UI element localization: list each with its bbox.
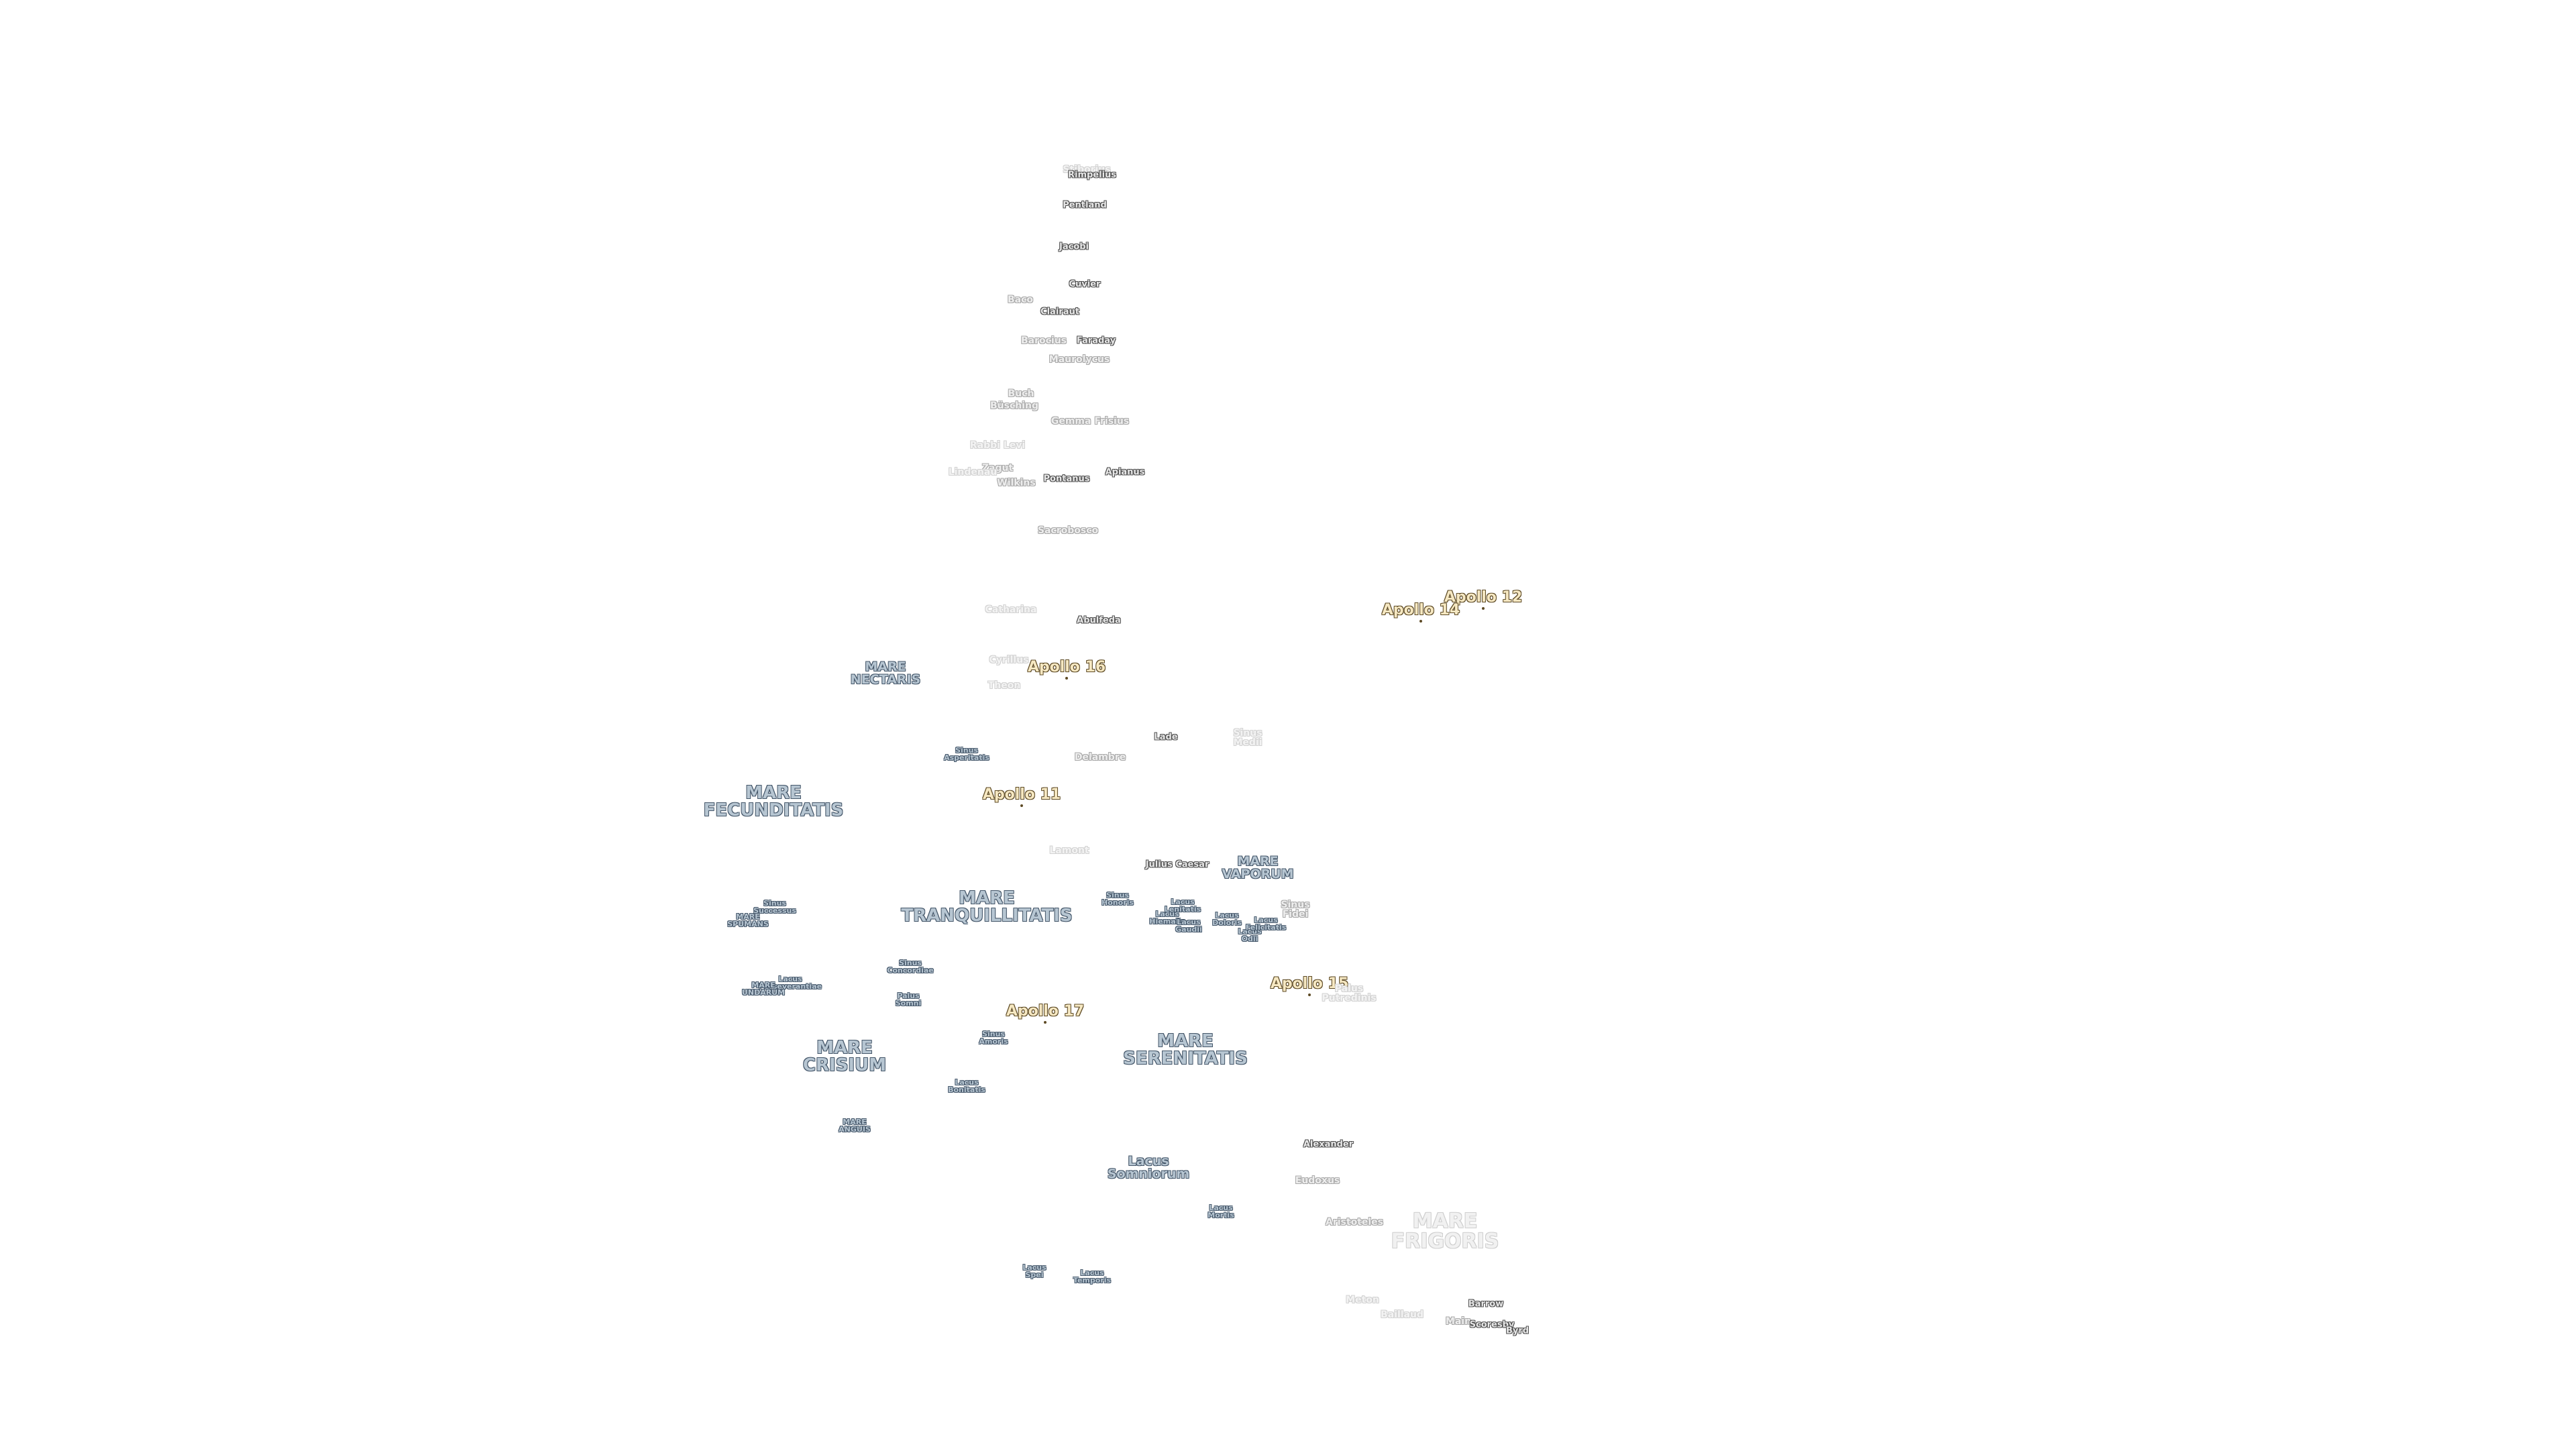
map-label-catharina[interactable]: Catharina bbox=[985, 604, 1037, 615]
map-label-barrow[interactable]: Barrow bbox=[1468, 1299, 1504, 1309]
map-label-lacus-mortis[interactable]: Lacus Mortis bbox=[1208, 1203, 1234, 1220]
map-label-faraday[interactable]: Faraday bbox=[1076, 335, 1116, 346]
map-label-mare-spumans[interactable]: MARE SPUMANS bbox=[727, 912, 769, 928]
map-label-lindenau[interactable]: Lindenau bbox=[948, 467, 998, 478]
map-label-b-sching[interactable]: Büsching bbox=[989, 400, 1039, 411]
map-label-lacus-spei[interactable]: Lacus Spei bbox=[1022, 1263, 1046, 1279]
map-label-mare-vaporum[interactable]: MARE VAPORUM bbox=[1222, 854, 1294, 881]
map-label-sinus-successus[interactable]: Sinus Successus bbox=[753, 899, 796, 915]
map-label-sinus-amoris[interactable]: Sinus Amoris bbox=[979, 1030, 1008, 1046]
landing-site-marker-icon bbox=[1482, 607, 1485, 610]
map-label-eudoxus[interactable]: Eudoxus bbox=[1295, 1175, 1340, 1186]
map-label-apollo-17[interactable]: Apollo 17 bbox=[1006, 1003, 1085, 1020]
map-label-scoresby[interactable]: Scoresby bbox=[1469, 1320, 1515, 1330]
map-label-byrd[interactable]: Byrd bbox=[1505, 1326, 1529, 1336]
map-label-mare-frigoris[interactable]: MARE FRIGORIS bbox=[1391, 1210, 1499, 1253]
map-label-sinus-medii[interactable]: Sinus Medii bbox=[1233, 728, 1263, 748]
map-label-sinus-fidei[interactable]: Sinus Fidei bbox=[1281, 900, 1310, 920]
landing-site-marker-icon bbox=[1044, 1021, 1046, 1024]
map-label-clairaut[interactable]: Clairaut bbox=[1040, 307, 1079, 317]
map-label-mare-anguis[interactable]: MARE ANGUIS bbox=[839, 1118, 871, 1134]
map-label-apollo-12[interactable]: Apollo 12 bbox=[1444, 589, 1523, 606]
map-label-lacus-bonitatis[interactable]: Lacus Bonitatis bbox=[948, 1078, 985, 1094]
map-label-lacus-hiemalis[interactable]: Lacus Hiemalis bbox=[1149, 910, 1185, 926]
map-label-buch[interactable]: Buch bbox=[1008, 388, 1034, 399]
map-label-lade[interactable]: Lade bbox=[1154, 732, 1178, 743]
map-label-palus-putredinis[interactable]: Palus Putredinis bbox=[1322, 983, 1377, 1004]
map-label-mare-tranquillitatis[interactable]: MARE TRANQUILLITATIS bbox=[901, 888, 1073, 926]
map-label-lamont[interactable]: Lamont bbox=[1049, 845, 1089, 856]
map-label-apollo-11[interactable]: Apollo 11 bbox=[982, 786, 1061, 803]
map-label-lacus-doloris[interactable]: Lacus Doloris bbox=[1212, 911, 1242, 927]
map-label-julius-caesar[interactable]: Julius Caesar bbox=[1145, 859, 1210, 870]
map-label-mare-nectaris[interactable]: MARE NECTARIS bbox=[850, 659, 921, 687]
map-label-sinus-asperitatis[interactable]: Sinus Asperitatis bbox=[944, 746, 989, 762]
map-label-abulfeda[interactable]: Abulfeda bbox=[1077, 615, 1121, 626]
map-label-wilkins[interactable]: Wilkins bbox=[997, 478, 1036, 488]
map-label-apollo-16[interactable]: Apollo 16 bbox=[1027, 659, 1106, 676]
map-label-cyrillus[interactable]: Cyrillus bbox=[989, 655, 1029, 665]
map-label-aristoteles[interactable]: Aristoteles bbox=[1326, 1217, 1383, 1228]
map-label-cuvier[interactable]: Cuvier bbox=[1069, 279, 1101, 290]
map-label-main[interactable]: Main bbox=[1445, 1316, 1472, 1327]
map-label-barocius[interactable]: Barocius bbox=[1020, 335, 1067, 346]
map-label-delambre[interactable]: Delambre bbox=[1074, 752, 1126, 763]
map-label-stiborius[interactable]: Stiborius bbox=[1063, 164, 1111, 175]
landing-site-marker-icon bbox=[1020, 804, 1023, 807]
map-label-pontanus[interactable]: Pontanus bbox=[1043, 474, 1090, 484]
landing-site-marker-icon bbox=[1065, 677, 1068, 680]
map-label-baco[interactable]: Baco bbox=[1007, 294, 1034, 305]
map-label-apollo-15[interactable]: Apollo 15 bbox=[1270, 975, 1349, 992]
map-label-mare-serenitatis[interactable]: MARE SERENITATIS bbox=[1123, 1031, 1248, 1069]
map-label-lacus-odii[interactable]: Lacus Odii bbox=[1238, 927, 1262, 943]
map-label-gemma-frisius[interactable]: Gemma Frisius bbox=[1051, 416, 1130, 427]
map-label-meton[interactable]: Meton bbox=[1346, 1295, 1379, 1305]
map-label-mare-fecunditatis[interactable]: MARE FECUNDITATIS bbox=[703, 783, 844, 820]
map-label-mare-crisium[interactable]: MARE CRISIUM bbox=[802, 1038, 887, 1075]
map-label-sinus-concordiae[interactable]: Sinus Concordiae bbox=[887, 959, 934, 975]
landing-site-marker-icon bbox=[1308, 994, 1311, 996]
map-label-lacus-perseverantiae[interactable]: Lacus Perseverantiae bbox=[758, 975, 822, 991]
map-label-theon[interactable]: Theon bbox=[987, 680, 1021, 691]
map-label-zagut[interactable]: Zagut bbox=[981, 463, 1014, 474]
landing-site-marker-icon bbox=[1419, 620, 1422, 623]
map-label-apianus[interactable]: Apianus bbox=[1105, 467, 1145, 478]
map-label-jacobi[interactable]: Jacobi bbox=[1059, 241, 1089, 252]
map-label-baillaud[interactable]: Baillaud bbox=[1381, 1309, 1424, 1320]
map-label-rimpelius[interactable]: Rimpelius bbox=[1067, 170, 1117, 180]
map-label-lacus-felicitatis[interactable]: Lacus Felicitatis bbox=[1245, 916, 1287, 932]
map-label-pentland[interactable]: Pentland bbox=[1063, 200, 1107, 211]
map-label-palus-somni[interactable]: Palus Somni bbox=[895, 991, 922, 1008]
map-label-mare-undarum[interactable]: MARE UNDARUM bbox=[741, 981, 786, 997]
map-label-alexander[interactable]: Alexander bbox=[1303, 1139, 1354, 1150]
map-label-lacus-gaudii[interactable]: Lacus Gaudii bbox=[1175, 918, 1202, 934]
map-label-lacus-somniorum[interactable]: Lacus Somniorum bbox=[1107, 1154, 1190, 1181]
map-label-maurolycus[interactable]: Maurolycus bbox=[1049, 354, 1110, 365]
map-label-rabbi-levi[interactable]: Rabbi Levi bbox=[969, 440, 1026, 451]
map-label-lacus-temporis[interactable]: Lacus Temporis bbox=[1073, 1269, 1112, 1285]
map-label-sinus-honoris[interactable]: Sinus Honoris bbox=[1102, 891, 1134, 907]
map-label-sacrobosco[interactable]: Sacrobosco bbox=[1037, 525, 1099, 536]
map-label-apollo-14[interactable]: Apollo 14 bbox=[1381, 602, 1460, 619]
map-label-lacus-lenitatis[interactable]: Lacus Lenitatis bbox=[1164, 898, 1201, 914]
